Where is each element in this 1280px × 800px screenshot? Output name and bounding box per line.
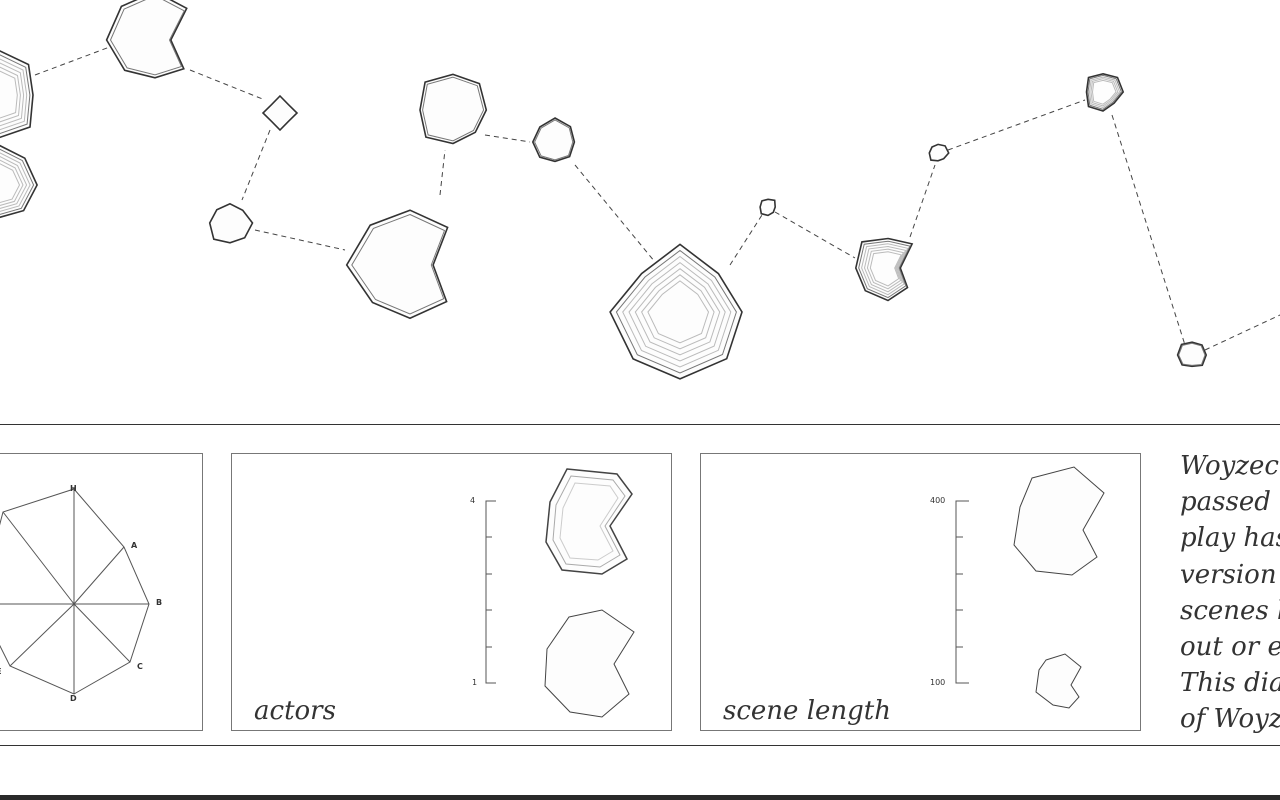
scene-node[interactable]	[105, 0, 188, 79]
description-line: Woyzeck	[1180, 451, 1280, 481]
scene-link	[484, 134, 531, 143]
axis-label-a: A	[131, 541, 138, 550]
scene-link	[729, 214, 763, 266]
axis-label-b: B	[156, 598, 163, 607]
scene-node[interactable]	[928, 143, 950, 162]
scene-node[interactable]	[1085, 72, 1125, 112]
description-line: passed o	[1180, 487, 1280, 518]
scene-node[interactable]	[759, 198, 777, 217]
axis-label-c: C	[137, 662, 143, 671]
scene-link	[947, 99, 1086, 151]
description-line: of Woyze	[1180, 704, 1280, 735]
scene-link	[34, 44, 116, 76]
scene-node[interactable]	[345, 209, 449, 320]
description-text: Woyzeck passed o play has version o scen…	[1180, 448, 1280, 738]
scene-link	[254, 229, 346, 251]
scene-link	[774, 211, 856, 259]
description-line: This diag	[1180, 668, 1280, 699]
scene-link	[909, 164, 936, 238]
length-panel-title: scene length	[723, 696, 891, 726]
actors-scale-min: 1	[472, 678, 478, 687]
length-scale-max: 400	[930, 496, 946, 505]
scene-link	[439, 149, 446, 196]
scene-node[interactable]	[1176, 341, 1208, 368]
octagon-axes-diagram	[0, 488, 150, 695]
bottom-bar	[0, 795, 1280, 800]
scene-link	[574, 164, 656, 263]
description-line: version o	[1180, 559, 1280, 590]
scene-node[interactable]	[419, 73, 488, 145]
actors-panel-title: actors	[254, 696, 336, 726]
scene-link	[189, 69, 266, 101]
description-line: play has	[1180, 523, 1280, 554]
scene-node[interactable]	[854, 237, 914, 302]
actors-scale	[485, 468, 635, 718]
divider-bottom	[0, 745, 1280, 746]
description-line: scenes b	[1180, 595, 1280, 626]
description-line: out or ev	[1180, 632, 1280, 663]
scene-length-panel: 400 100 scene length	[700, 453, 1141, 731]
scene-node[interactable]	[0, 50, 34, 139]
axis-label-e: E	[0, 667, 1, 676]
actors-scale-max: 4	[470, 496, 476, 505]
actors-panel: 4 1 actors	[231, 453, 672, 731]
scene-node[interactable]	[261, 94, 299, 132]
scene-node[interactable]	[0, 144, 38, 219]
scene-link	[1204, 314, 1280, 351]
scene-link	[1111, 114, 1186, 346]
scene-network	[0, 0, 1280, 380]
scene-node[interactable]	[531, 117, 576, 163]
legend-panel: H A B C D E	[0, 453, 203, 731]
scene-node[interactable]	[609, 243, 743, 380]
axis-label-d: D	[70, 694, 77, 703]
length-scale-min: 100	[930, 678, 946, 687]
axis-label-h: H	[70, 484, 77, 493]
divider-top	[0, 424, 1280, 425]
scene-length-scale	[955, 466, 1105, 709]
scene-node[interactable]	[208, 202, 254, 244]
scene-link	[241, 129, 271, 201]
